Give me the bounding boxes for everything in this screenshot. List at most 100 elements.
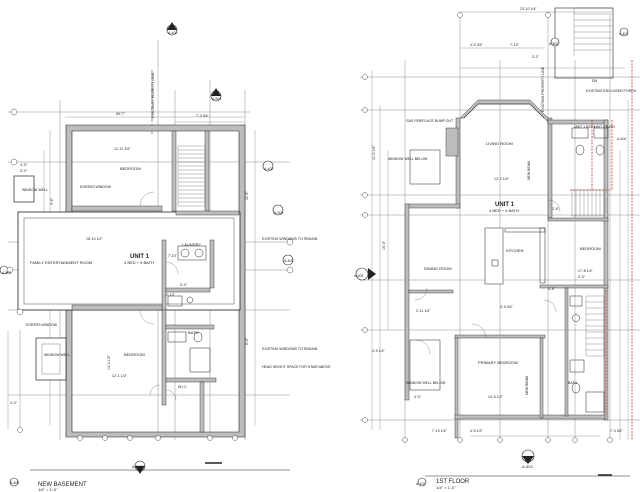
room-bedroom-bottom: BEDROOM [124,352,145,357]
room-unit1-bath: UNIT 1 BATH [574,125,596,129]
kitchen-counters [484,227,546,285]
basement-foundation-wall [65,124,246,438]
dim-1st-l: 2'-11 1/4" [416,309,431,313]
bay-window [463,103,545,119]
dim-wall-h: 9'-6" [50,197,54,205]
room-family: FAMILY ENTERTAINMENT ROOM [30,260,92,265]
first-floor-section-markers [355,27,629,487]
basement-grid-bubbles [6,108,294,441]
dim-1st-p: 3'-8" [548,287,556,291]
dim-family-w: 18'-10 1/2" [86,237,103,241]
dim-basement-top-right: 7'-3 3/4" [196,114,210,118]
first-floor-plan [355,7,640,487]
basement-scale: 1/4" = 1'-0" [38,487,58,492]
dim-1st-n: 4'-0" [414,395,422,399]
room-unit2-bath: UNIT 2 BATH [594,125,616,129]
basement-tag-6: A-402 [10,481,19,485]
first-floor-unit-sub: 4 BED + 4 BATH [489,208,519,213]
egress-window-well-bottom [35,337,67,381]
dim-1st-i: 7'-3 3/4" [610,429,624,433]
dim-hall: 2'-10" [166,293,176,297]
porch-outline [554,7,614,79]
room-primary: PRIMARY BEDROOM [478,360,518,365]
dim-1st-o: 4'-3" [578,275,586,279]
first-floor-tag-3: A-402 [617,137,626,141]
note-newbeam: NEW BEAM [527,161,531,180]
first-floor-stair [571,189,605,357]
basement-title: NEW BASEMENT [38,482,87,488]
note-egress-bottom: EGRESS WINDOW [26,323,58,327]
first-floor-door-swings [414,199,561,355]
dim-stair-h: 11'-6" [245,191,249,200]
dim-closet: 3'-4" [180,283,188,287]
dim-1st-f: 15'-0" [382,240,386,250]
note-window-well-top-1st: WINDOW WELL BELOW [388,157,428,161]
note-dn: DN [592,79,598,83]
room-kitchen: KITCHEN [506,248,524,253]
first-floor-grid-lines [360,15,640,440]
room-dining: DINING ROOM [424,266,452,271]
basement-plan [0,22,294,487]
note-head-height: HEAD HEIGHT SPACE FOR STAIR ABOVE [262,365,331,369]
first-floor-section-tag: A-502 [522,464,533,469]
dim-1st-q: 17'-8 1/4" [578,269,594,273]
first-floor-dimension-strings [371,11,629,440]
first-floor-bath-fixtures [569,127,609,413]
note-property-line-basement: EXISTING PROPERTY LINE [151,72,155,118]
basement-bath-fixtures [167,245,211,373]
basement-section-tag: A-502 [132,464,143,469]
room-bedroom-1st: BEDROOM [580,246,601,251]
dim-bed-top: 12'-11 3/4" [114,147,131,151]
first-floor-tag-2: A-502 [549,42,558,46]
basement-stair-top [177,145,206,207]
note-window-well-bottom: WINDOW WELL [44,353,70,357]
room-laundry: LAUNDRY [182,242,201,247]
basement-tag-1: A-502 [212,97,221,101]
note-window-well-top: WINDOW WELL [22,188,48,192]
dim-bed-bottom-h: 14'-4 1/2" [107,354,111,370]
dim-1st-c: 3'-2" [532,55,540,59]
basement-door-swings [139,191,179,401]
dim-basement-top-overall: 65'-7" [116,112,126,116]
basement-tag-0: A-402 [168,31,177,35]
note-porch: EXISTING ENCLOSED PORCH [586,89,637,93]
dim-1st-k: 3'-9 3/4" [500,305,514,309]
porch-stair [573,7,612,56]
basement-tag-4: A-402 [284,259,293,263]
first-floor-scale: 1/4" = 1'-0" [436,485,456,490]
first-floor-tag-0: A-502 [354,274,363,278]
first-floor-unit-name: UNIT 1 [495,202,515,208]
window-well-top [409,149,441,185]
basement-section-markers [0,22,294,487]
dim-1st-e: 2'-6" [552,207,560,211]
room-living: LIVING ROOM [486,141,513,146]
dim-1st-g: 11'-9 1/4" [372,145,376,160]
dim-1st-j: 14'-6 1/2" [488,395,504,399]
basement-unit-sub: 4 BED + 4 BATH [124,260,154,265]
dim-laundry: 7'-10" [168,254,178,258]
basement-interior-walls [71,130,240,433]
note-existing-windows-2: EXISTING WINDOWS TO REMAIN [262,347,318,351]
first-floor-tag-4: A-402 [416,482,425,486]
dim-1st-top-overall: 23'-10 1/4" [520,7,537,11]
dim-1st-h: 4'-9 1/4" [372,349,386,353]
note-gas-fireplace: GAS FIREPLACE BUMP OUT [406,119,454,123]
dim-1st-a: 4'-9 3/4" [470,43,484,47]
dim-basement-left-a: 4'-3" [20,163,28,167]
dim-bath-h: 5'-0" [245,337,249,345]
window-well-bottom [409,339,441,391]
basement-unit-name: UNIT 1 [130,254,150,260]
room-wic: W.I.C. [178,385,188,389]
family-room-outline [17,211,241,311]
basement-tag-5: A-502 [2,271,11,275]
note-prop-line-1st: EXISTING PROPERTY LINE [541,66,545,112]
note-window-well-bottom-1st: WINDOW WELL BELOW [406,381,446,385]
basement-tag-3: A-502 [274,211,283,215]
first-floor-exterior-walls [404,99,609,439]
room-bath-basement: BATH [188,330,198,335]
dim-1st-d: 12'-2 1/4" [494,177,510,181]
dim-basement-left-b: 3'-4" [20,169,28,173]
room-bath-1st: BATH [568,381,578,385]
note-egress-top: EGRESS WINDOW [80,185,112,189]
